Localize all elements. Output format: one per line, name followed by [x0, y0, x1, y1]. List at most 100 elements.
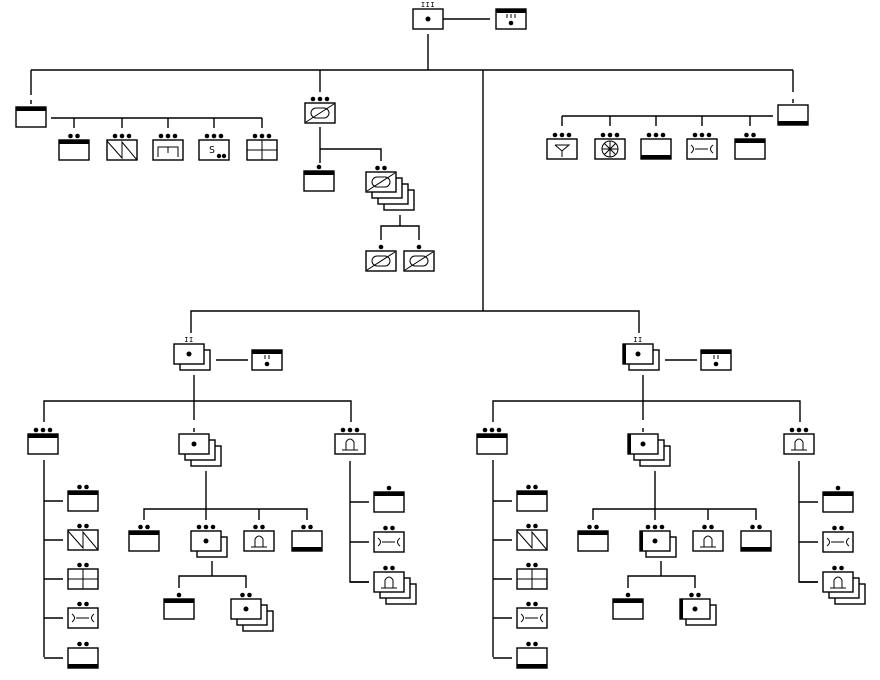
branch-c-node[interactable]: [777, 104, 809, 126]
branch-c-child[interactable]: [546, 132, 578, 160]
status-dot: [660, 132, 666, 138]
status-dot: [533, 641, 538, 647]
top-bar: [68, 491, 98, 495]
left-subtree-middle-item[interactable]: [243, 524, 275, 552]
status-dot: [566, 132, 572, 138]
branch-c-child[interactable]: [594, 132, 626, 160]
branch-c-child[interactable]: [686, 132, 718, 160]
branch-b-grandchild[interactable]: [365, 244, 397, 272]
right-subtree-left-item[interactable]: [516, 562, 548, 590]
right-subtree-right-item[interactable]: [822, 485, 854, 513]
left-subtree-right-item[interactable]: [373, 485, 405, 513]
left-subtree-left-item[interactable]: [67, 523, 99, 551]
svg-text:S: S: [209, 145, 215, 156]
status-dot: [77, 484, 82, 490]
left-subtree-left-item[interactable]: [67, 601, 99, 629]
right-subtree-peer[interactable]: [700, 349, 732, 371]
status-dot: [119, 133, 125, 139]
branch-a-child[interactable]: [58, 133, 90, 161]
left-subtree-left-item[interactable]: [67, 641, 99, 669]
ellipse-slash-icon: [366, 251, 396, 271]
connector-line: [798, 461, 818, 583]
left-subtree-middle-grandchild[interactable]: [163, 592, 195, 620]
top-bar: [701, 350, 731, 354]
status-dot: [757, 524, 762, 530]
right-subtree-middle-item[interactable]: [577, 524, 609, 552]
connector-line: [380, 225, 420, 240]
top-bar: [129, 531, 159, 535]
branch-b-child-stack[interactable]: [365, 165, 415, 211]
right-subtree-left-item[interactable]: [516, 601, 548, 629]
branch-a-child[interactable]: [106, 133, 138, 161]
ii-dot-icon: [264, 355, 270, 367]
bell-icon: [700, 535, 716, 548]
status-dot: [526, 523, 531, 529]
right-subtree-left-node[interactable]: [476, 427, 508, 455]
branch-b-node[interactable]: [304, 96, 336, 124]
status-dot: [308, 524, 313, 530]
branch-a-child[interactable]: [152, 133, 184, 161]
status-dot: [324, 96, 330, 102]
status-dot: [706, 132, 712, 138]
branch-c-child[interactable]: [640, 132, 672, 160]
right-subtree-right-item[interactable]: [822, 565, 866, 605]
branch-c-child[interactable]: [734, 132, 766, 160]
status-dot: [789, 427, 795, 433]
left-bar: [623, 344, 626, 364]
left-subtree-peer[interactable]: [251, 349, 283, 371]
left-subtree-middle-item[interactable]: [128, 524, 160, 552]
branch-b-child[interactable]: [303, 164, 335, 192]
right-subtree-left-item[interactable]: [516, 484, 548, 512]
left-subtree-node[interactable]: II: [173, 336, 211, 371]
left-subtree-left-node[interactable]: [27, 427, 59, 455]
root-peer-node[interactable]: [495, 8, 527, 30]
status-dot: [218, 133, 224, 139]
right-subtree-right-item[interactable]: [822, 525, 854, 553]
branch-b-grandchild[interactable]: [403, 244, 435, 272]
status-dot: [390, 525, 395, 531]
status-dot: [653, 132, 659, 138]
right-subtree-middle-grandchild[interactable]: [679, 592, 717, 626]
left-subtree-left-item[interactable]: [67, 484, 99, 512]
status-dot: [489, 427, 495, 433]
bottom-bar: [741, 547, 771, 551]
dot-icon: [191, 441, 197, 447]
right-subtree-right-node[interactable]: [783, 427, 815, 455]
dot-icon: [425, 16, 431, 22]
right-subtree-middle-item[interactable]: [740, 524, 772, 552]
left-subtree-middle-grandchild[interactable]: [230, 592, 274, 632]
status-dot: [252, 133, 258, 139]
right-subtree-left-item[interactable]: [516, 641, 548, 669]
status-dot: [594, 524, 599, 530]
left-subtree-right-item[interactable]: [373, 565, 417, 605]
left-subtree-right-item[interactable]: [373, 525, 405, 553]
root-node[interactable]: III: [412, 1, 444, 30]
right-subtree-middle-grandchild[interactable]: [612, 592, 644, 620]
top-bar: [252, 350, 282, 354]
left-bar: [628, 434, 631, 454]
left-subtree-middle-item[interactable]: [291, 524, 323, 552]
right-subtree-middle-item[interactable]: [692, 524, 724, 552]
left-subtree-right-node[interactable]: [334, 427, 366, 455]
right-subtree-middle-item[interactable]: [639, 524, 677, 558]
node-box: [243, 530, 275, 552]
top-bar: [735, 139, 765, 143]
right-subtree-node[interactable]: II: [622, 336, 660, 371]
status-dot: [126, 133, 132, 139]
branch-a-node[interactable]: [15, 106, 47, 128]
left-subtree-left-item[interactable]: [67, 562, 99, 590]
status-dot: [526, 641, 531, 647]
dot-icon: [186, 351, 192, 357]
left-subtree-middle-node[interactable]: [178, 433, 222, 467]
right-subtree-middle-node[interactable]: [627, 433, 671, 467]
left-bar: [680, 599, 683, 619]
dot-icon: [243, 606, 249, 612]
top-bar: [517, 491, 547, 495]
branch-a-child[interactable]: [246, 133, 278, 161]
right-subtree-left-item[interactable]: [516, 523, 548, 551]
left-subtree-middle-item[interactable]: [190, 524, 228, 558]
branch-a-child[interactable]: S: [198, 133, 230, 161]
status-dot: [496, 427, 502, 433]
bell-icon: [342, 438, 358, 451]
dot-icon: [635, 351, 641, 357]
